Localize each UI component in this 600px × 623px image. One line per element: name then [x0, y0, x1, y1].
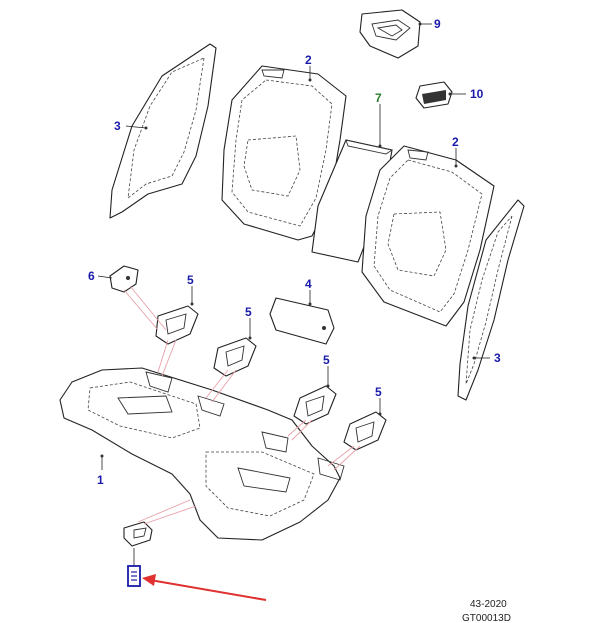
callout-5-d: 5: [375, 385, 382, 399]
part-5-buckle-b: [213, 337, 257, 377]
callout-5-c: 5: [323, 353, 330, 367]
part-5-buckle-a: [155, 305, 199, 345]
part-clip: [123, 521, 153, 547]
callout-10: 10: [470, 87, 484, 101]
callout-1: 1: [97, 473, 104, 487]
callout-4: 4: [305, 277, 312, 291]
callout-7: 7: [375, 91, 382, 105]
explode-lines: [123, 285, 361, 525]
part-3-bolster-right: [457, 199, 525, 401]
callout-5-b: 5: [245, 305, 252, 319]
callout-9: 9: [434, 17, 441, 31]
part-10-latch: [415, 81, 453, 109]
part-2-seatback-left: [221, 65, 347, 241]
footer-drawing-number: GT00013D: [462, 613, 511, 623]
fastener-highlighted: [127, 565, 141, 587]
part-2-seatback-right: [361, 145, 495, 327]
callout-2-right: 2: [452, 135, 459, 149]
part-1-seat-cushion: [59, 367, 345, 541]
callout-3-left: 3: [114, 119, 121, 133]
part-5-buckle-c: [293, 385, 337, 425]
callout-3-right: 3: [494, 351, 501, 365]
footer-code: 43-2020: [470, 599, 507, 610]
callout-6: 6: [88, 269, 95, 283]
part-6-bracket: [109, 265, 139, 293]
callout-2-left: 2: [305, 53, 312, 67]
callout-5-a: 5: [187, 273, 194, 287]
part-7-armrest: [311, 139, 394, 263]
indicator-arrow: [142, 574, 267, 601]
part-9-cap: [359, 9, 421, 59]
part-5-buckle-d: [343, 411, 387, 451]
part-4-trim-panel: [269, 297, 335, 345]
part-3-bolster-left: [109, 43, 217, 219]
